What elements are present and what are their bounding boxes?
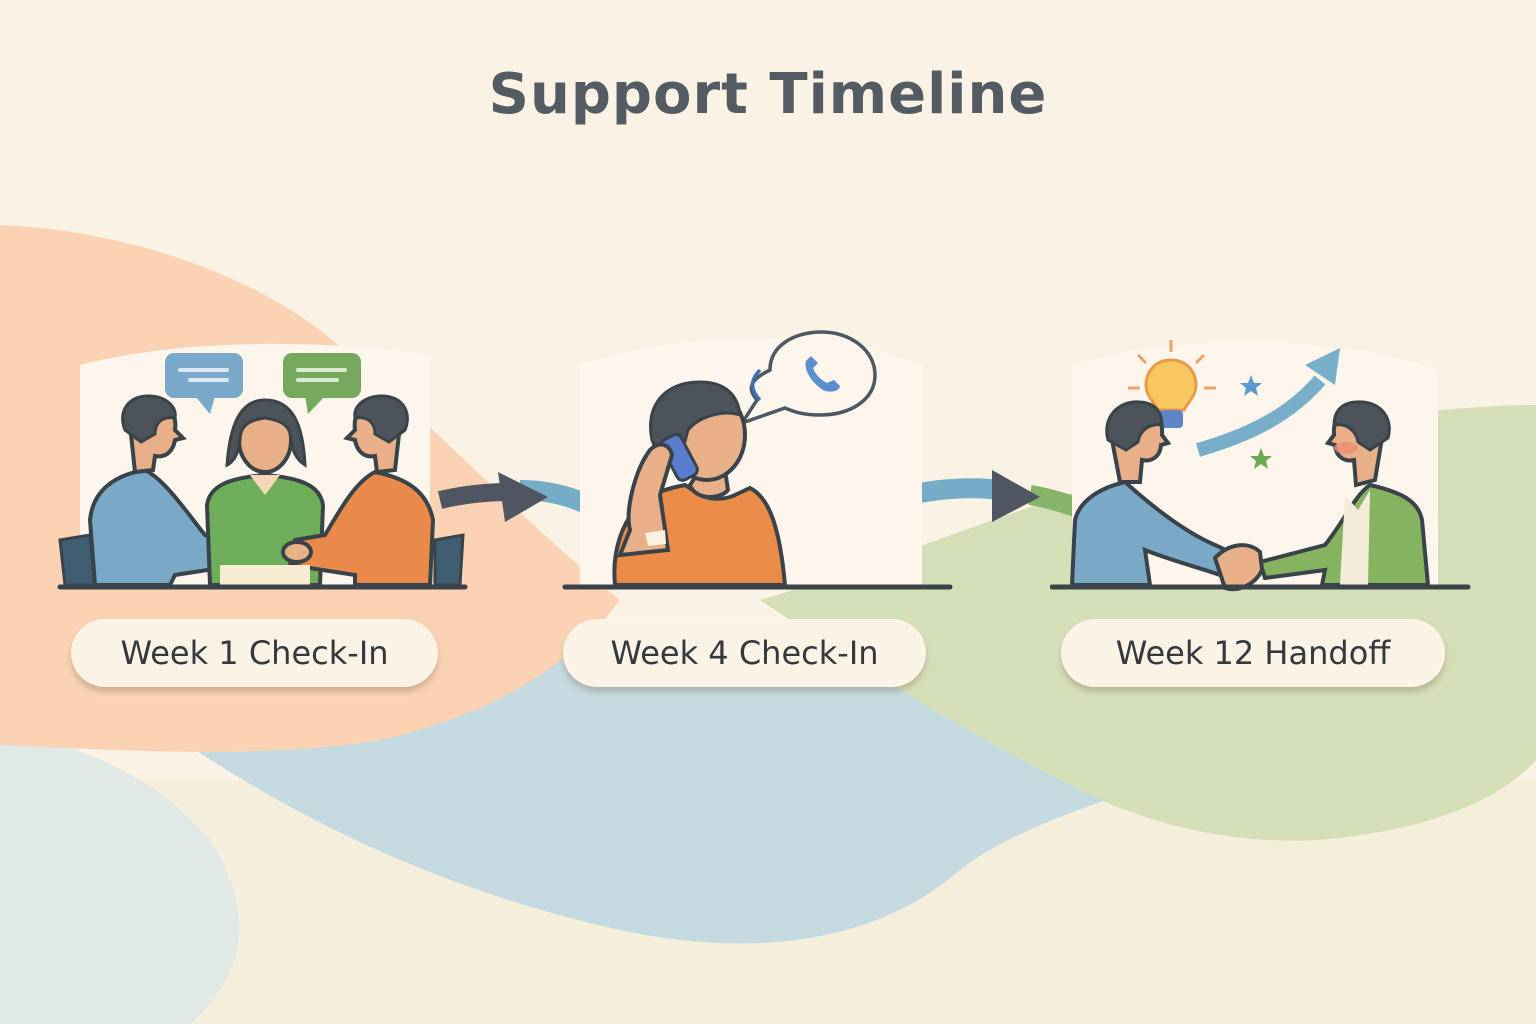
stage-week-4 [560,320,960,600]
person-right-green-handshake [1212,400,1431,591]
lightbulb-icon [1128,340,1216,428]
person-left-blue-handshake [1069,400,1233,587]
handshake-icon [1212,543,1265,591]
upward-arrow-icon [1196,348,1340,457]
table-paper [220,565,310,585]
stage-week-1 [55,330,475,600]
arrow-right-icon [992,470,1040,522]
page-title: Support Timeline [488,62,1048,127]
star-icon [1250,448,1272,469]
chat-bubble-green-icon [283,353,361,414]
bg-blob-lightblue-lower [0,735,239,1024]
star-icon [1240,375,1262,396]
phone-speech-bubble-icon [737,330,877,427]
stage-week-12 [1050,330,1490,600]
stage-label-week-1: Week 1 Check-In [71,619,438,687]
chair-right [433,533,465,587]
arrow-right-icon [437,472,548,522]
person-on-phone-orange [612,380,788,587]
person-right-orange [281,394,436,587]
stage-label-week-12: Week 12 Handoff [1061,619,1445,687]
stage-label-week-4: Week 4 Check-In [563,619,926,687]
chat-bubble-blue-icon [165,353,243,414]
